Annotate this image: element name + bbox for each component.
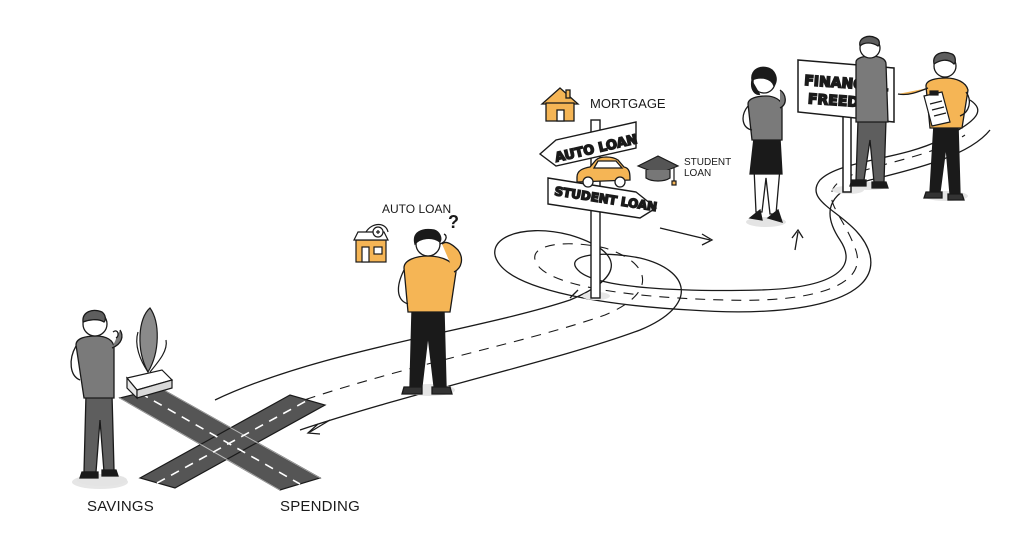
savings-label: SAVINGS bbox=[87, 498, 154, 515]
car-icon bbox=[576, 156, 631, 188]
store-icon bbox=[353, 223, 389, 263]
student-loan-line2: LOAN bbox=[684, 168, 712, 179]
student-loan-side-label: STUDENT LOAN bbox=[684, 157, 731, 179]
house-icon bbox=[540, 87, 580, 122]
mortgage-label: MORTGAGE bbox=[590, 96, 666, 111]
person-savings bbox=[70, 309, 127, 486]
person-auto-loan bbox=[397, 228, 463, 396]
graduation-cap-icon bbox=[636, 155, 680, 186]
spending-label: SPENDING bbox=[280, 498, 360, 515]
clipboard-icon bbox=[923, 90, 951, 127]
signpost: AUTO LOAN STUDENT LOAN bbox=[538, 119, 659, 300]
plant-icon bbox=[125, 307, 174, 400]
person-woman-thinking bbox=[742, 66, 786, 227]
person-with-clipboard bbox=[897, 51, 971, 201]
student-loan-line1: STUDENT bbox=[684, 157, 732, 168]
auto-loan-thought-label: AUTO LOAN bbox=[382, 202, 452, 216]
person-behind-sign bbox=[849, 35, 889, 190]
question-mark: ? bbox=[448, 212, 459, 232]
crossroads bbox=[72, 387, 327, 491]
